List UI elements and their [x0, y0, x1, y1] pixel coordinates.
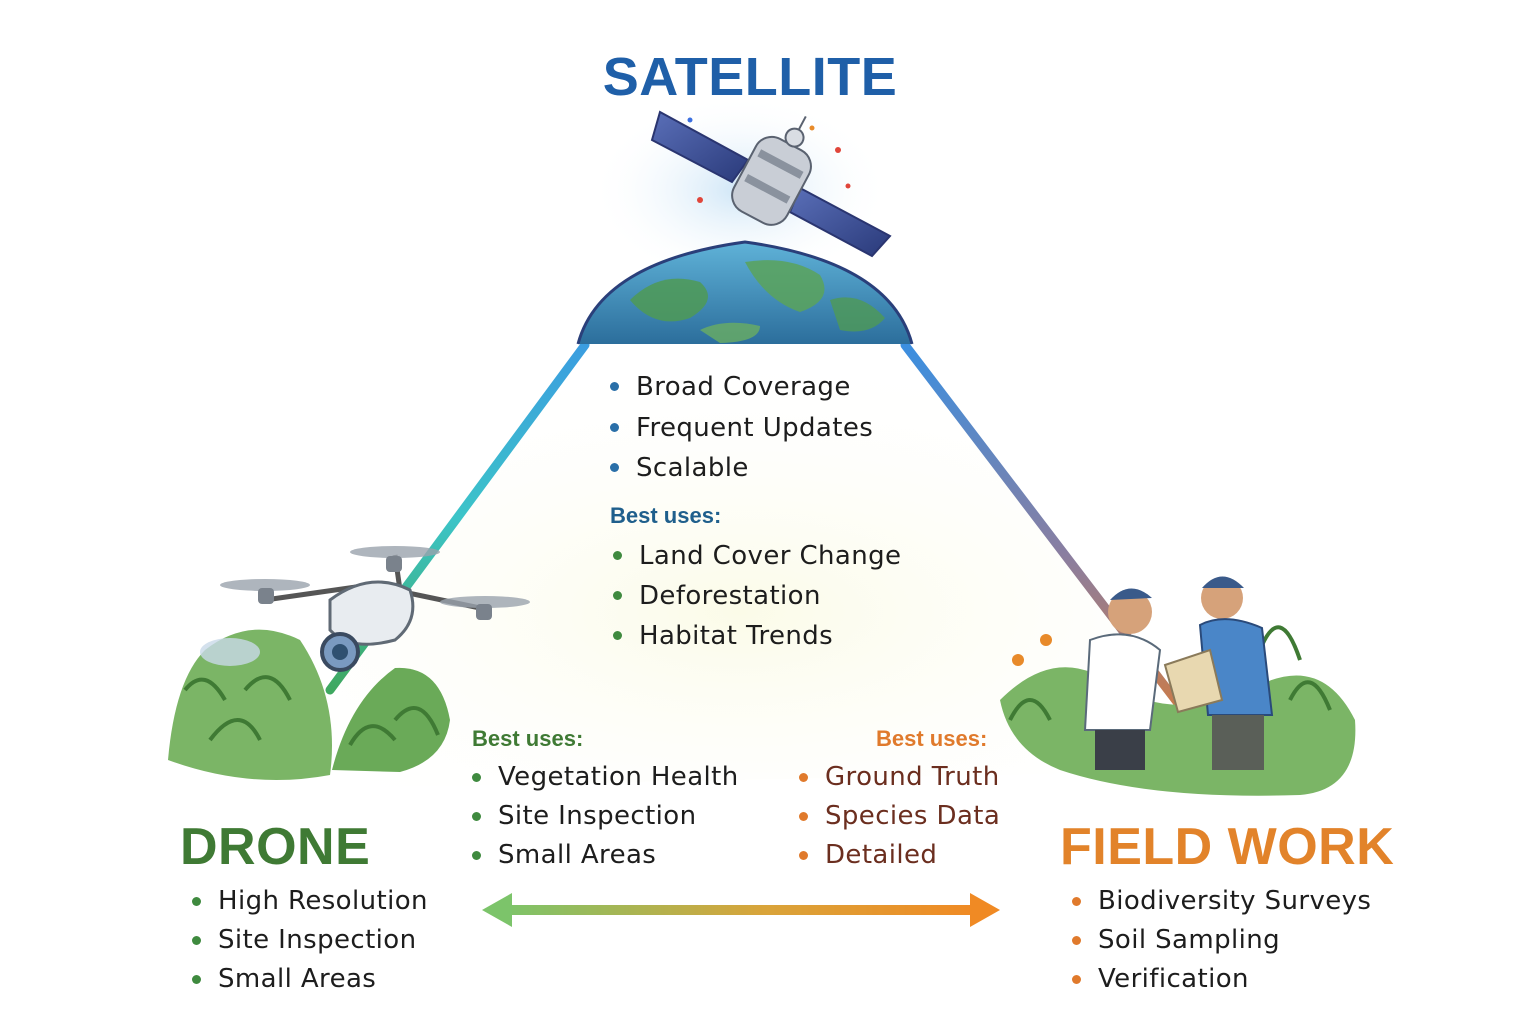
list-item: Vegetation Health	[470, 758, 739, 797]
satellite-best-uses-label: Best uses:	[610, 503, 722, 528]
list-item: Site Inspection	[470, 797, 739, 836]
list-item: Broad Coverage	[608, 367, 873, 408]
field-best-uses: Ground Truth Species Data Detailed	[797, 758, 1000, 875]
list-item: Small Areas	[470, 836, 739, 875]
field-work-title: FIELD WORK	[1060, 818, 1395, 876]
list-item: Ground Truth	[797, 758, 1000, 797]
list-item: Soil Sampling	[1070, 921, 1371, 960]
drone-best-uses: Vegetation Health Site Inspection Small …	[470, 758, 739, 875]
field-best-uses-label: Best uses:	[876, 726, 988, 751]
list-item: Verification	[1070, 960, 1371, 999]
list-item: Small Areas	[190, 960, 428, 999]
satellite-illustration	[576, 95, 914, 345]
list-item: High Resolution	[190, 882, 428, 921]
drone-best-uses-label: Best uses:	[472, 726, 584, 751]
list-item: Biodiversity Surveys	[1070, 882, 1371, 921]
list-item: Scalable	[608, 448, 873, 489]
list-item: Deforestation	[611, 576, 901, 616]
list-item: Detailed	[797, 836, 1000, 875]
list-item: Site Inspection	[190, 921, 428, 960]
list-item: Habitat Trends	[611, 616, 901, 656]
drone-title: DRONE	[180, 818, 371, 876]
drone-features: High Resolution Site Inspection Small Ar…	[190, 882, 428, 999]
satellite-best-uses: Land Cover Change Deforestation Habitat …	[611, 536, 901, 656]
field-work-features: Biodiversity Surveys Soil Sampling Verif…	[1070, 882, 1371, 999]
drone-illustration	[168, 546, 530, 780]
field-work-illustration	[1000, 576, 1356, 796]
list-item: Land Cover Change	[611, 536, 901, 576]
edge-satellite-field	[900, 340, 1230, 770]
list-item: Frequent Updates	[608, 408, 873, 449]
satellite-features: Broad Coverage Frequent Updates Scalable	[608, 367, 873, 489]
drone-field-arrow	[482, 893, 1000, 927]
satellite-title: SATELLITE	[602, 47, 898, 107]
list-item: Species Data	[797, 797, 1000, 836]
